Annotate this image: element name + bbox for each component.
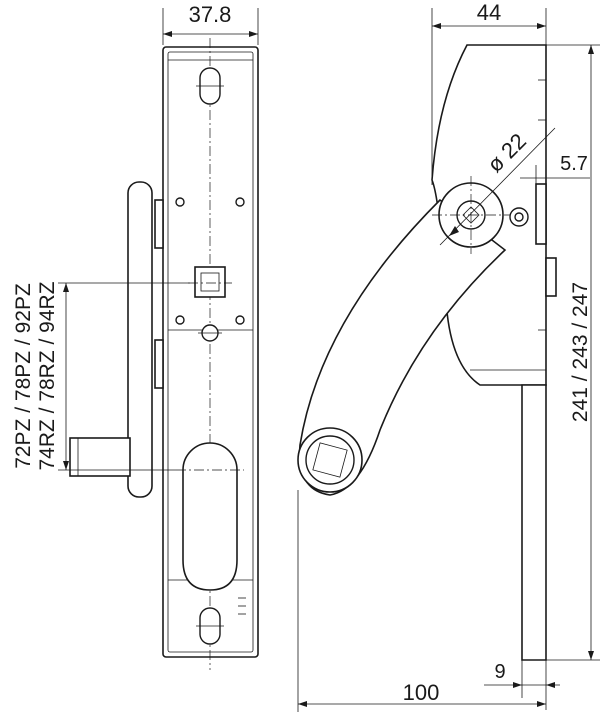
height-label: 241 / 243 / 247 bbox=[569, 282, 592, 422]
latch-tab bbox=[545, 257, 557, 297]
foot-label: 9 bbox=[494, 661, 505, 683]
screw-hole bbox=[235, 315, 245, 325]
spacing-label-line2: 74RZ / 78RZ / 94RZ bbox=[36, 281, 59, 470]
diameter-leader bbox=[439, 127, 556, 246]
total-length-label: 100 bbox=[403, 680, 440, 705]
offset-label: 5.7 bbox=[560, 153, 588, 175]
side-depth-label: 44 bbox=[477, 0, 501, 25]
square-follower bbox=[194, 266, 226, 298]
handle-bar bbox=[521, 384, 547, 661]
side-view: 44 ø 22 5.7 bbox=[297, 0, 600, 712]
front-width-label: 37.8 bbox=[189, 2, 232, 27]
spacing-label-line1: 72PZ / 78PZ / 92PZ bbox=[12, 283, 35, 469]
cylinder-cutout bbox=[182, 442, 238, 591]
latch-block bbox=[535, 183, 547, 245]
lever-arm bbox=[298, 198, 507, 496]
side-lug-top bbox=[154, 199, 164, 249]
front-view: 37.8 bbox=[12, 2, 259, 670]
screw-hole bbox=[175, 315, 185, 325]
back-plate bbox=[127, 181, 153, 498]
screw-hole bbox=[175, 197, 185, 207]
screw-hole bbox=[235, 197, 245, 207]
side-lug-bottom bbox=[154, 339, 164, 389]
